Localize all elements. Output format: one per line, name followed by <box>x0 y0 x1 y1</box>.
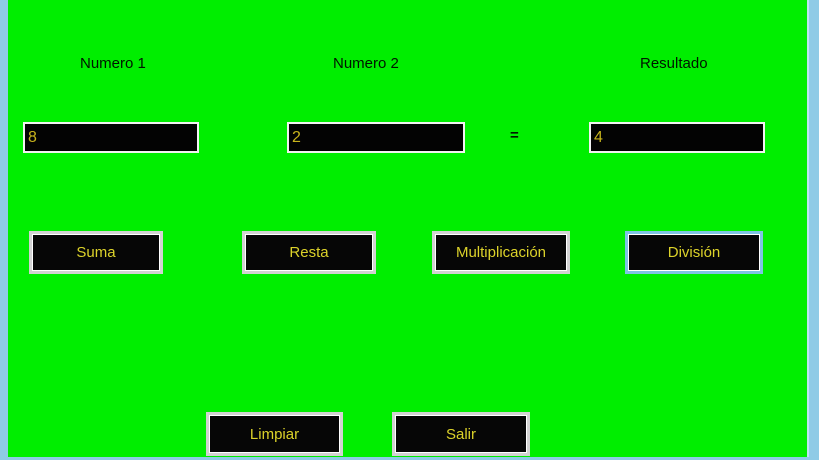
window-border-bottom <box>0 457 819 460</box>
numero2-label: Numero 2 <box>333 55 399 72</box>
division-button[interactable]: División <box>625 231 763 274</box>
window-border-right <box>807 0 819 460</box>
numero1-label: Numero 1 <box>80 55 146 72</box>
limpiar-button[interactable]: Limpiar <box>206 412 343 456</box>
numero2-input[interactable] <box>287 122 465 153</box>
resta-button[interactable]: Resta <box>242 231 376 274</box>
resultado-label: Resultado <box>640 55 708 72</box>
suma-button[interactable]: Suma <box>29 231 163 274</box>
salir-button[interactable]: Salir <box>392 412 530 456</box>
multiplicacion-button[interactable]: Multiplicación <box>432 231 570 274</box>
window-border-left <box>0 0 8 460</box>
resultado-input[interactable] <box>589 122 765 153</box>
equals-sign: = <box>510 127 519 144</box>
numero1-input[interactable] <box>23 122 199 153</box>
